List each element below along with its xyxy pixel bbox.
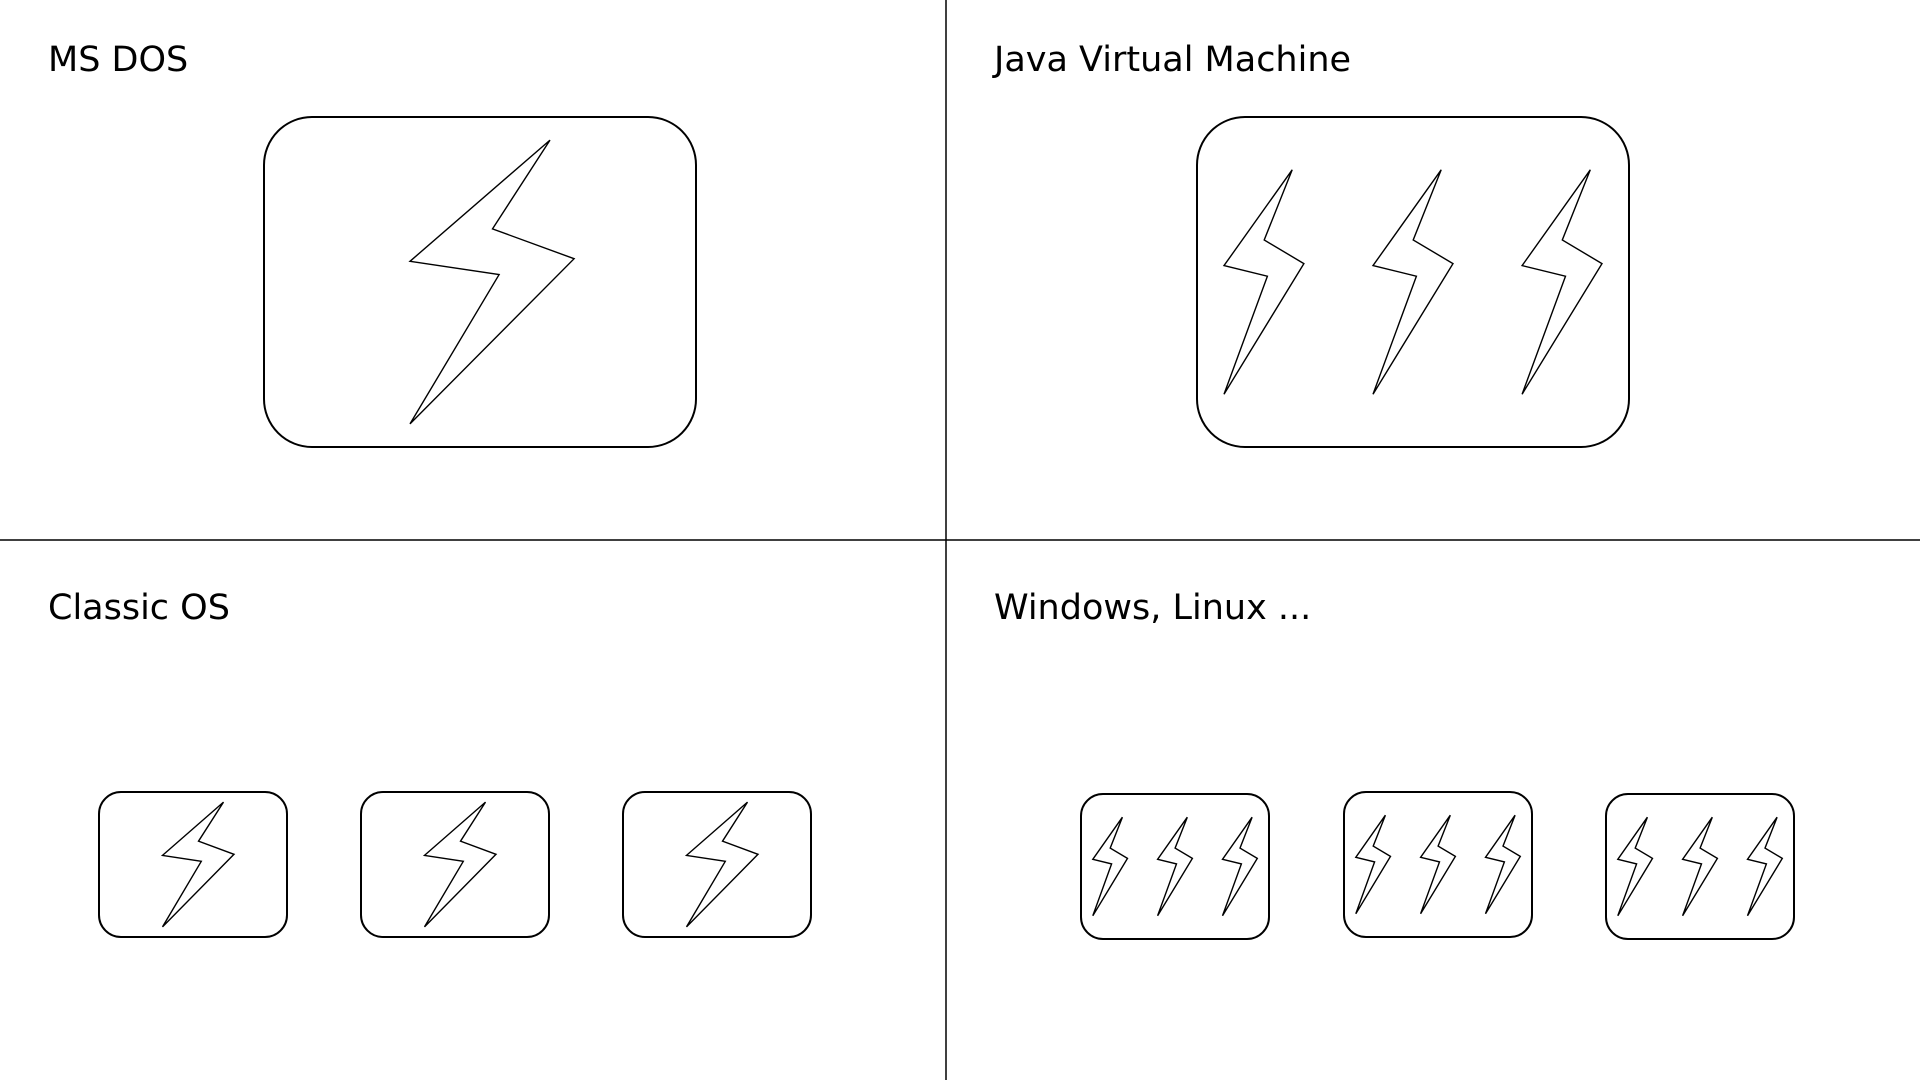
- msdos-title: MS DOS: [48, 40, 189, 80]
- q-classic-box-3: [622, 791, 812, 938]
- q-modern-box-3-lightning-bolt-icon-1: [1616, 816, 1654, 917]
- q-msdos-box-1-lightning-bolt-icon-1: [408, 139, 576, 425]
- q-jvm-box-1: [1196, 116, 1630, 448]
- q-modern-box-1-lightning-bolt-icon-1: [1091, 816, 1129, 917]
- q-modern-box-1: [1080, 793, 1270, 940]
- q-modern-box-2-lightning-bolt-icon-2: [1419, 814, 1457, 915]
- q-modern-box-2-lightning-bolt-icon-3: [1484, 814, 1522, 915]
- q-msdos-box-1: [263, 116, 697, 448]
- q-classic-box-3-lightning-bolt-icon-1: [684, 801, 760, 928]
- q-classic-box-2: [360, 791, 550, 938]
- q-modern-box-3-lightning-bolt-icon-3: [1746, 816, 1784, 917]
- q-classic-box-2-lightning-bolt-icon-1: [422, 801, 498, 928]
- q-jvm-box-1-lightning-bolt-icon-3: [1520, 169, 1603, 395]
- q-modern-box-3-lightning-bolt-icon-2: [1681, 816, 1719, 917]
- q-classic-box-1: [98, 791, 288, 938]
- q-classic-box-1-lightning-bolt-icon-1: [160, 801, 236, 928]
- q-modern-box-2-lightning-bolt-icon-1: [1354, 814, 1392, 915]
- shapes-layer: [98, 116, 1795, 940]
- windows-linux-title: Windows, Linux ...: [994, 588, 1312, 628]
- q-modern-box-3: [1605, 793, 1795, 940]
- q-jvm-box-1-lightning-bolt-icon-1: [1222, 169, 1305, 395]
- jvm-title: Java Virtual Machine: [994, 40, 1352, 80]
- q-modern-box-2: [1343, 791, 1533, 938]
- q-jvm-box-1-lightning-bolt-icon-2: [1371, 169, 1454, 395]
- classic-os-title: Classic OS: [48, 588, 230, 628]
- q-modern-box-1-lightning-bolt-icon-2: [1156, 816, 1194, 917]
- q-modern-box-1-lightning-bolt-icon-3: [1221, 816, 1259, 917]
